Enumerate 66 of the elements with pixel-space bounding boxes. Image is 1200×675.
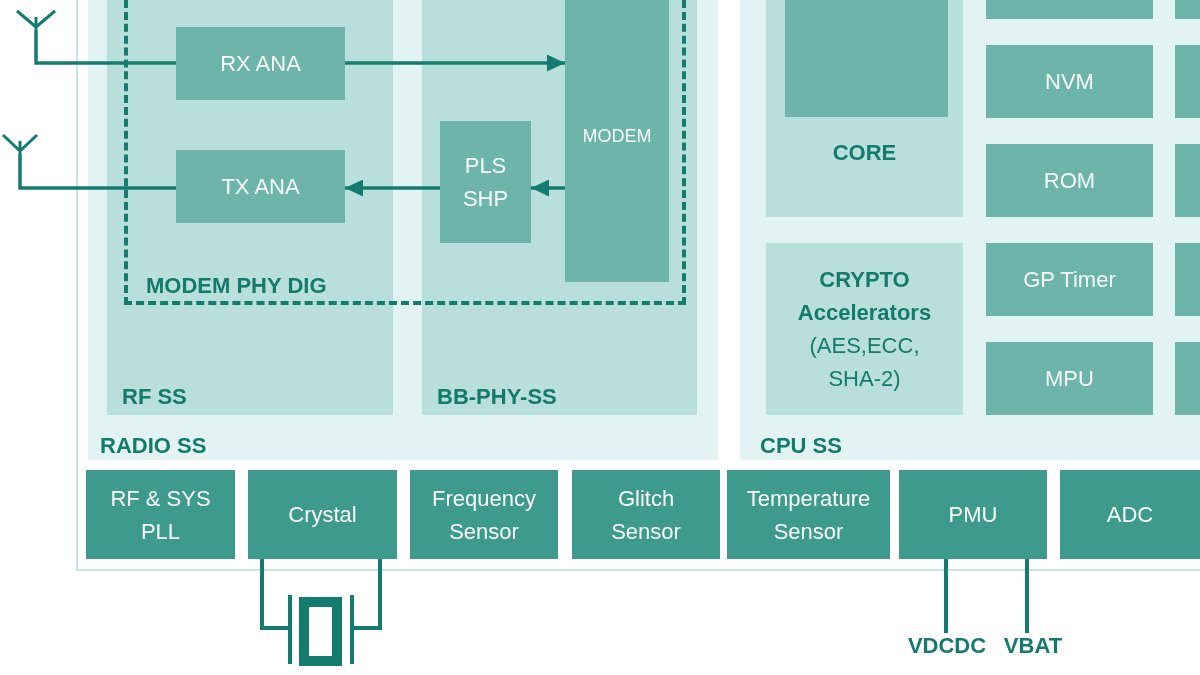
subsystem-panel [88, 0, 718, 460]
signal-arrow [345, 54, 565, 72]
peripheral-block [410, 470, 558, 559]
subsystem-label: BB-PHY-SS [437, 384, 557, 410]
module-block [1175, 243, 1200, 316]
antenna-symbol [15, 9, 57, 30]
connector-line [354, 559, 382, 630]
block-label: PMU [948, 501, 998, 529]
block-label: RX ANA [220, 50, 301, 78]
peripheral-block [1060, 470, 1200, 559]
module-block [565, 0, 669, 282]
module-block [986, 45, 1153, 118]
module-block [986, 342, 1153, 415]
peripheral-block [572, 470, 720, 559]
block-label: Temperature Sensor [745, 484, 872, 546]
region-label: MODEM PHY DIG [146, 273, 327, 299]
block-label: PLS SHP [461, 152, 510, 213]
peripheral-block [899, 470, 1047, 559]
subsystem-panel [740, 0, 1200, 460]
subsystem-panel [422, 0, 697, 415]
module-block [1175, 0, 1200, 19]
connector-line [260, 559, 288, 630]
module-block [440, 121, 531, 243]
subsystem-label: CPU SS [760, 433, 842, 459]
module-block [986, 144, 1153, 217]
connector-line [944, 559, 948, 633]
block-label: TX ANA [221, 173, 300, 201]
block-label: ROM [1043, 167, 1096, 195]
module-block [176, 150, 345, 223]
module-title: CRYPTO Accelerators [796, 266, 933, 327]
block-label: MPU [1045, 365, 1094, 393]
module-panel [766, 0, 963, 217]
chip-outline [76, 0, 1200, 571]
module-detail: (AES,ECC, SHA-2) [808, 332, 921, 393]
module-panel [766, 243, 963, 415]
peripheral-block [86, 470, 235, 559]
signal-arrow [345, 179, 440, 197]
block-label: MODEM [582, 124, 652, 148]
pin-label: VBAT [1000, 633, 1066, 659]
pin-label: VDCDC [906, 633, 988, 659]
module-block [986, 243, 1153, 316]
block-label: ADC [1106, 501, 1154, 529]
module-block [1175, 342, 1200, 415]
block-label: NVM [1045, 68, 1094, 96]
block-label: GP Timer [1023, 266, 1116, 294]
connector-line [18, 154, 176, 190]
block-label: Frequency Sensor [431, 484, 537, 546]
connector-line [1025, 559, 1029, 633]
module-block [785, 0, 948, 117]
peripheral-block [727, 470, 890, 559]
signal-arrow [531, 179, 565, 197]
module-block [1175, 45, 1200, 118]
subsystem-panel [107, 0, 393, 415]
block-label: Glitch Sensor [610, 484, 682, 546]
subsystem-label: RF SS [122, 384, 187, 410]
connector-line [34, 30, 176, 65]
crystal-symbol [288, 594, 354, 667]
antenna-symbol [1, 133, 39, 154]
module-block [176, 27, 345, 100]
block-label: RF & SYS PLL [109, 484, 212, 546]
module-block [1175, 144, 1200, 217]
subsystem-label: RADIO SS [100, 433, 207, 459]
module-block [986, 0, 1153, 19]
module-title: CORE [832, 139, 897, 167]
block-label: Crystal [288, 501, 357, 529]
peripheral-block [248, 470, 397, 559]
